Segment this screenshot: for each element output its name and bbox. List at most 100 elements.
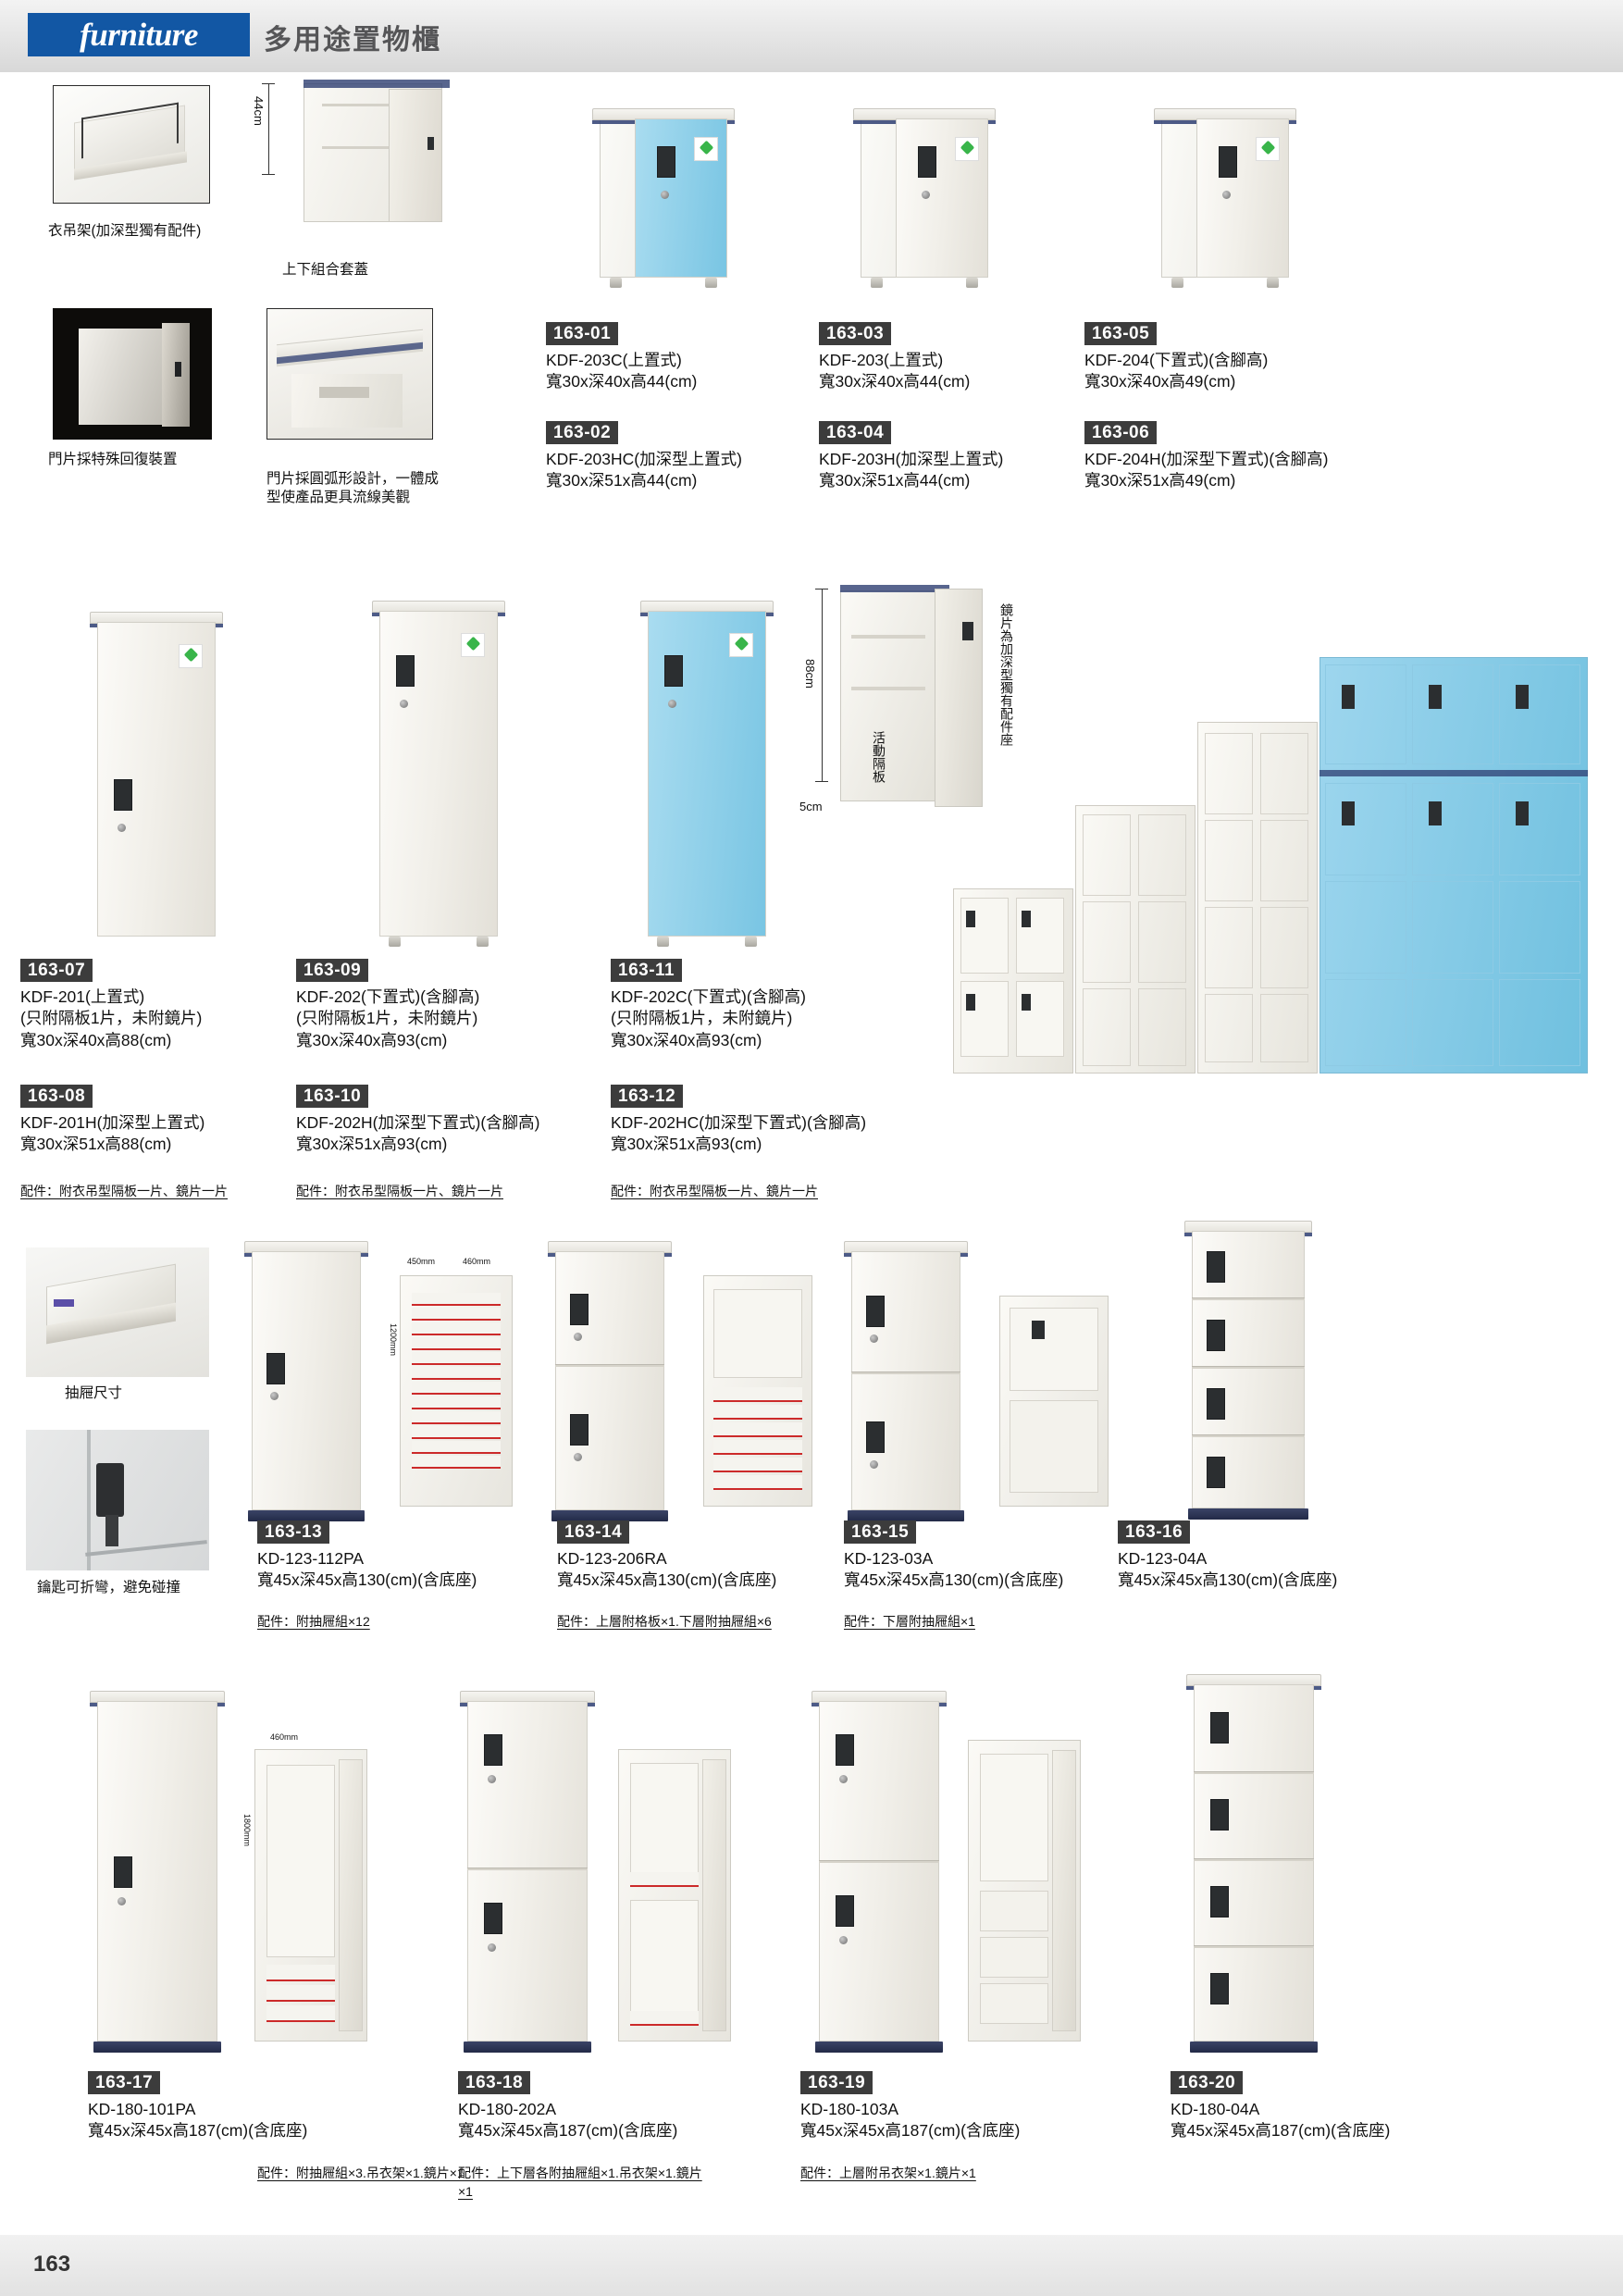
product-name: KDF-203C(上置式) (546, 351, 682, 369)
cabinet-163-11 (640, 601, 774, 947)
product-dimension: 寬45x深45x高130(cm)(含底座) (844, 1570, 1064, 1590)
product-dimension: 寬30x深40x高44(cm) (819, 372, 971, 391)
dim-88cm: 88cm (803, 659, 817, 689)
feature-photo-drawer (26, 1247, 209, 1377)
cabinet-163-13 (244, 1241, 368, 1521)
feature-caption-hanger: 衣吊架(加深型獨有配件) (48, 223, 202, 239)
product-name: KD-123-112PA (257, 1549, 365, 1568)
page-footer (0, 2235, 1623, 2296)
drawer-detail-163-13 (400, 1275, 513, 1507)
accessory-note-163-18: 配件：上下層各附抽屜組×1.吊衣架×1.鏡片×1 (458, 2166, 702, 2200)
brand-logo: furniture (28, 13, 250, 56)
product-name: KDF-203HC(加深型上置式) (546, 450, 742, 468)
height-rule-44 (268, 83, 269, 174)
product-note: (只附隔板1片，未附鏡片) (611, 1009, 793, 1028)
dim-460mm: 460mm (463, 1257, 491, 1266)
feature-caption-doorreturn: 門片採特殊回復裝置 (48, 452, 178, 467)
feature-caption-drawer: 抽屜尺寸 (65, 1385, 123, 1401)
product-dimension: 寬30x深51x高93(cm) (611, 1135, 762, 1154)
product-name: KDF-202(下置式)(含腳高) (296, 987, 480, 1006)
cabinet-163-14 (548, 1241, 672, 1521)
product-note: (只附隔板1片，未附鏡片) (296, 1009, 478, 1028)
cabinet-163-01 (592, 108, 735, 288)
product-dimension: 寬45x深45x高130(cm)(含底座) (257, 1570, 477, 1590)
cabinet-163-17 (90, 1691, 225, 2053)
cabinet-163-19 (812, 1691, 947, 2053)
interior-detail-163-19 (968, 1740, 1081, 2042)
product-name: KDF-203H(加深型上置式) (819, 450, 1004, 468)
product-163-03: 163-03 KDF-203(上置式) 寬30x深40x高44(cm) (819, 322, 970, 393)
product-code: 163-09 (296, 959, 369, 982)
product-name: KD-180-04A (1171, 2100, 1260, 2118)
product-dimension: 寬30x深51x高44(cm) (819, 471, 971, 490)
product-163-07: 163-07 KDF-201(上置式) (只附隔板1片，未附鏡片) 寬30x深4… (20, 959, 202, 1051)
product-name: KD-180-101PA (88, 2100, 196, 2118)
product-dimension: 寬45x深45x高187(cm)(含底座) (1171, 2121, 1391, 2141)
product-dimension: 寬45x深45x高187(cm)(含底座) (88, 2121, 308, 2141)
cabinet-163-16 (1184, 1221, 1312, 1520)
product-code: 163-03 (819, 322, 892, 345)
cabinet-163-07 (90, 612, 223, 937)
product-163-16: 163-16 KD-123-04A 寬45x深45x高130(cm)(含底座) (1118, 1520, 1337, 1592)
product-dimension: 寬30x深51x高44(cm) (546, 471, 698, 490)
height-rule-88 (822, 589, 823, 781)
cabinet-163-15 (844, 1241, 968, 1521)
cabinet-163-20 (1186, 1674, 1321, 2053)
product-name: KDF-204(下置式)(含腳高) (1084, 351, 1269, 369)
dim-44cm: 44cm (252, 96, 266, 126)
dim-460mm-r4: 460mm (270, 1732, 299, 1742)
accessory-note-163-13: 配件：附抽屜組×12 (257, 1614, 370, 1629)
drawer-detail-163-15 (999, 1296, 1109, 1507)
product-dimension: 寬30x深40x高88(cm) (20, 1030, 172, 1049)
product-code: 163-01 (546, 322, 619, 345)
interior-detail-163-17 (254, 1749, 367, 2042)
page-title: 多用途置物櫃 (264, 25, 441, 56)
feature-caption-stackcover: 上下組合套蓋 (282, 262, 369, 278)
accessory-note-163-10: 配件：附衣吊型隔板一片、鏡片一片 (296, 1184, 503, 1198)
product-code: 163-11 (611, 959, 683, 982)
product-dimension: 寬30x深40x高93(cm) (611, 1030, 762, 1049)
product-163-08: 163-08 KDF-201H(加深型上置式) 寬30x深51x高88(cm) (20, 1085, 204, 1156)
product-name: KD-180-103A (800, 2100, 899, 2118)
product-name: KDF-202C(下置式)(含腳高) (611, 987, 806, 1006)
product-dimension: 寬30x深51x高93(cm) (296, 1135, 448, 1154)
product-code: 163-10 (296, 1085, 369, 1108)
interior-detail-163-18 (618, 1749, 731, 2042)
dim-1200mm: 1200mm (389, 1323, 398, 1357)
product-name: KD-123-04A (1118, 1549, 1208, 1568)
product-code: 163-16 (1118, 1520, 1191, 1544)
product-code: 163-17 (88, 2071, 161, 2094)
product-dimension: 寬30x深40x高93(cm) (296, 1030, 448, 1049)
dim-5cm: 5cm (799, 800, 823, 813)
product-163-12: 163-12 KDF-202HC(加深型下置式)(含腳高) 寬30x深51x高9… (611, 1085, 866, 1156)
dim-1800mm: 1800mm (242, 1814, 252, 1847)
product-name: KD-123-206RA (557, 1549, 667, 1568)
product-163-11: 163-11 KDF-202C(下置式)(含腳高) (只附隔板1片，未附鏡片) … (611, 959, 806, 1051)
product-name: KDF-203(上置式) (819, 351, 944, 369)
accessory-note-163-12: 配件：附衣吊型隔板一片、鏡片一片 (611, 1184, 818, 1198)
brand-logo-text: furniture (80, 17, 198, 53)
feature-photo-key (26, 1430, 209, 1570)
accessory-note-163-17: 配件：附抽屜組×3.吊衣架×1.鏡片×1 (257, 2166, 465, 2180)
product-163-17: 163-17 KD-180-101PA 寬45x深45x高187(cm)(含底座… (88, 2071, 307, 2142)
product-dimension: 寬45x深45x高130(cm)(含底座) (557, 1570, 777, 1590)
cabinet-163-09 (372, 601, 505, 947)
product-name: KD-123-03A (844, 1549, 934, 1568)
product-code: 163-14 (557, 1520, 630, 1544)
product-dimension: 寬45x深45x高187(cm)(含底座) (458, 2121, 678, 2141)
dim-450mm: 450mm (407, 1257, 436, 1266)
product-163-09: 163-09 KDF-202(下置式)(含腳高) (只附隔板1片，未附鏡片) 寬… (296, 959, 479, 1051)
feature-photo-doorarc (266, 308, 433, 440)
product-name: KD-180-202A (458, 2100, 557, 2118)
product-163-05: 163-05 KDF-204(下置式)(含腳高) 寬30x深40x高49(cm) (1084, 322, 1268, 393)
product-code: 163-12 (611, 1085, 684, 1108)
feature-caption-doorarc: 門片採圓弧形設計，一體成型使產品更具流線美觀 (266, 471, 440, 506)
product-dimension: 寬30x深40x高49(cm) (1084, 372, 1236, 391)
product-163-19: 163-19 KD-180-103A 寬45x深45x高187(cm)(含底座) (800, 2071, 1020, 2142)
accessory-note-163-14: 配件：上層附格板×1.下層附抽屜組×6 (557, 1614, 772, 1629)
product-name: KDF-202HC(加深型下置式)(含腳高) (611, 1113, 867, 1132)
product-code: 163-05 (1084, 322, 1158, 345)
product-code: 163-08 (20, 1085, 93, 1108)
rule-88-top (815, 589, 828, 590)
product-163-04: 163-04 KDF-203H(加深型上置式) 寬30x深51x高44(cm) (819, 421, 1003, 492)
